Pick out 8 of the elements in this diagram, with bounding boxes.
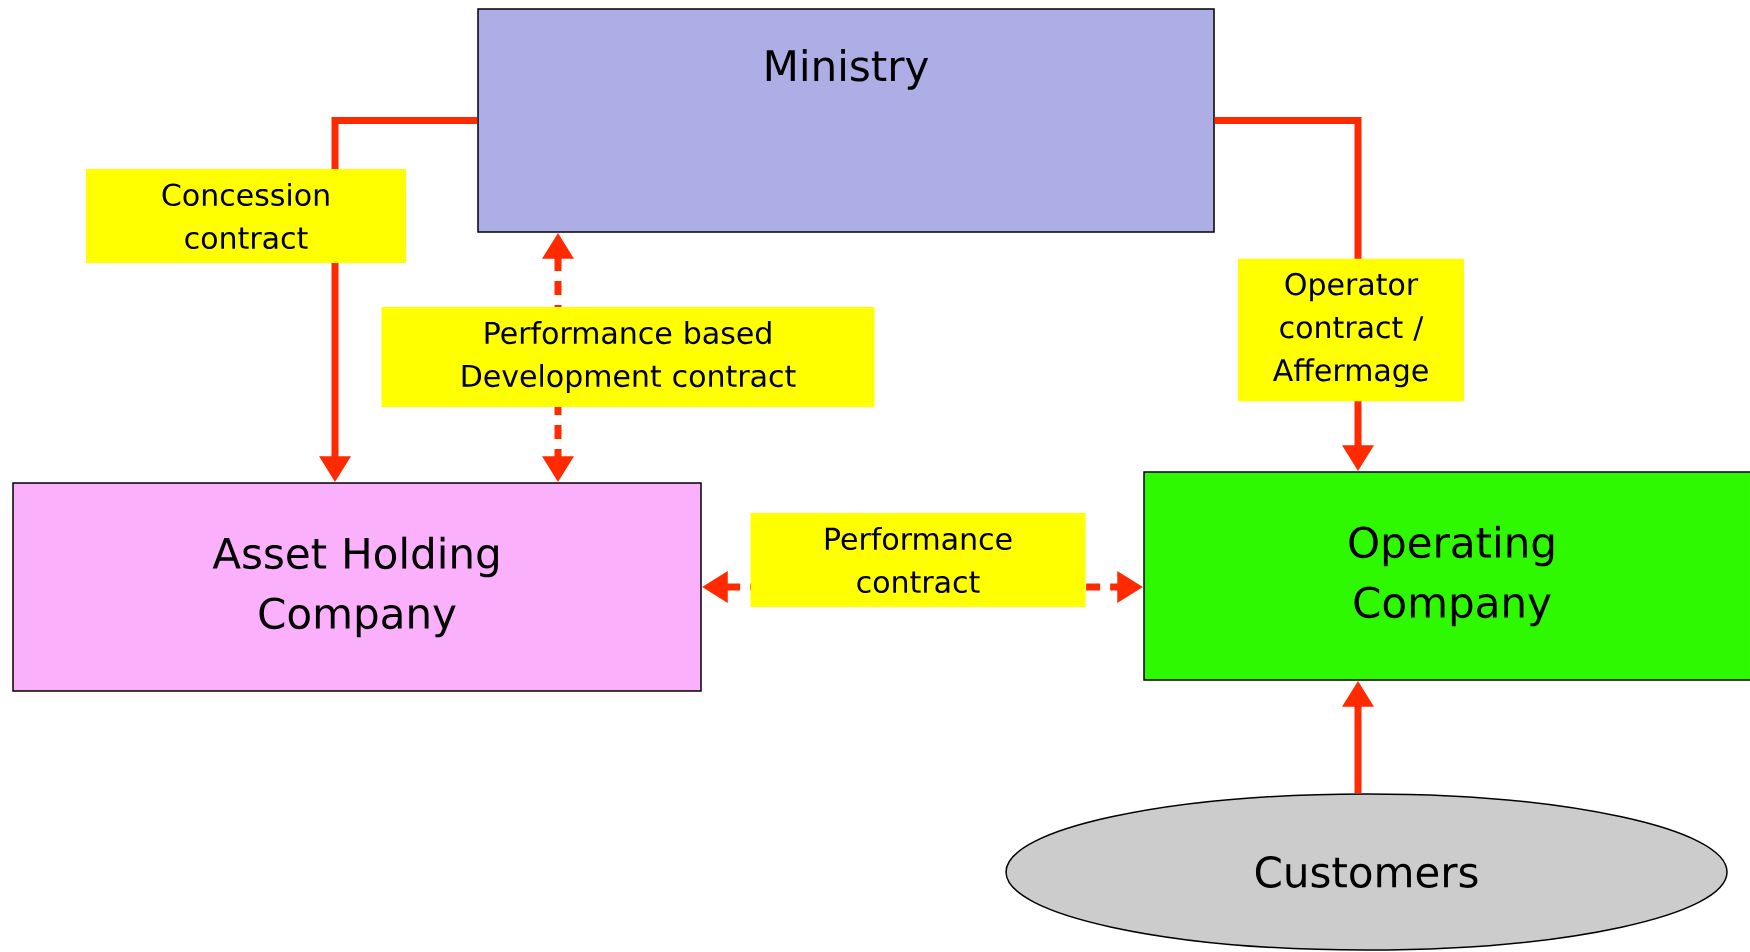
edge-label: Performance based Development contract <box>381 307 875 407</box>
edge-label: Performance contract <box>750 512 1086 608</box>
process-box: Asset Holding Company <box>12 482 702 692</box>
ellipse-node: Customers <box>1005 793 1728 951</box>
process-box: Operating Company <box>1143 471 1750 681</box>
process-box: Ministry <box>477 8 1215 233</box>
edge-label: Concession contract <box>86 168 406 264</box>
edge-label: Operator contract / Affermage <box>1238 258 1464 402</box>
